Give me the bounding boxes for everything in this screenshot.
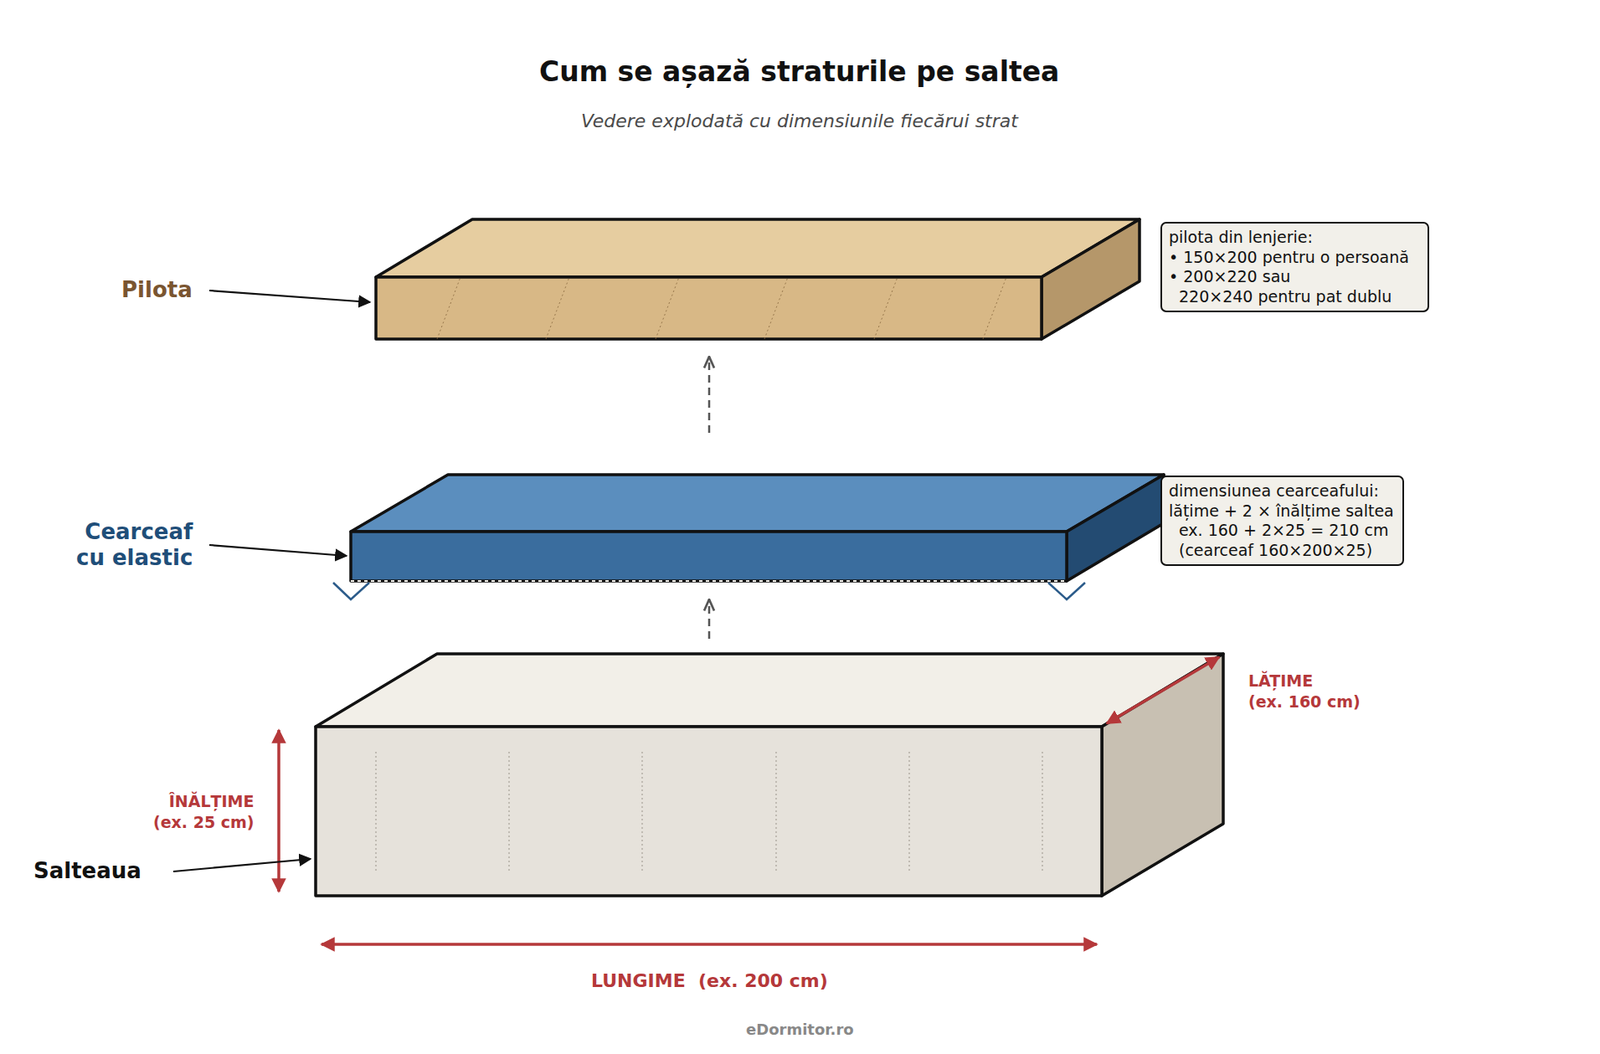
dimension-label: ÎNĂLȚIME (ex. 25 cm) — [153, 791, 254, 834]
dimension-arrows — [278, 657, 1220, 945]
duvet-texture — [437, 277, 1007, 340]
title: Cum se așază straturile pe saltea — [539, 55, 1060, 89]
callout-box: pilota din lenjerie:• 150×200 pentru o p… — [1160, 221, 1430, 313]
dimension-label: LĂȚIME (ex. 160 cm) — [1248, 670, 1361, 713]
mattress-block — [315, 653, 1224, 896]
callout-text: dimensiunea cearceafului: — [1168, 481, 1396, 502]
callout-text: • 200×220 sau 220×240 pentru pat dublu — [1168, 267, 1421, 307]
subtitle: Vedere explodată cu dimensiunile fiecăru… — [581, 110, 1019, 133]
dimension-label: LUNGIME (ex. 200 cm) — [591, 970, 829, 993]
mattress-texture — [375, 751, 1043, 871]
callout-text: • 150×200 pentru o persoană — [1168, 247, 1421, 268]
part-label: Cearceaf cu elastic — [76, 519, 193, 572]
part-label: Pilota — [121, 277, 193, 304]
duvet-slab — [375, 219, 1140, 340]
elastic-edge — [350, 580, 1067, 582]
callout-text: ex. 160 + 2×25 = 210 cm — [1168, 520, 1396, 541]
callout-text: (cearceaf 160×200×25) — [1168, 540, 1396, 561]
leader-lines — [173, 290, 371, 872]
watermark: eDormitor.ro — [745, 1020, 855, 1040]
callout-text: pilota din lenjerie: — [1168, 227, 1421, 248]
sheet-slab — [350, 474, 1164, 582]
stack-arrows — [708, 356, 711, 639]
elastic-corners — [333, 582, 1086, 600]
part-label: Salteaua — [33, 858, 142, 885]
callout-box: dimensiunea cearceafului:lățime + 2 × în… — [1160, 475, 1405, 566]
callout-text: lățime + 2 × înălțime saltea — [1168, 501, 1396, 522]
